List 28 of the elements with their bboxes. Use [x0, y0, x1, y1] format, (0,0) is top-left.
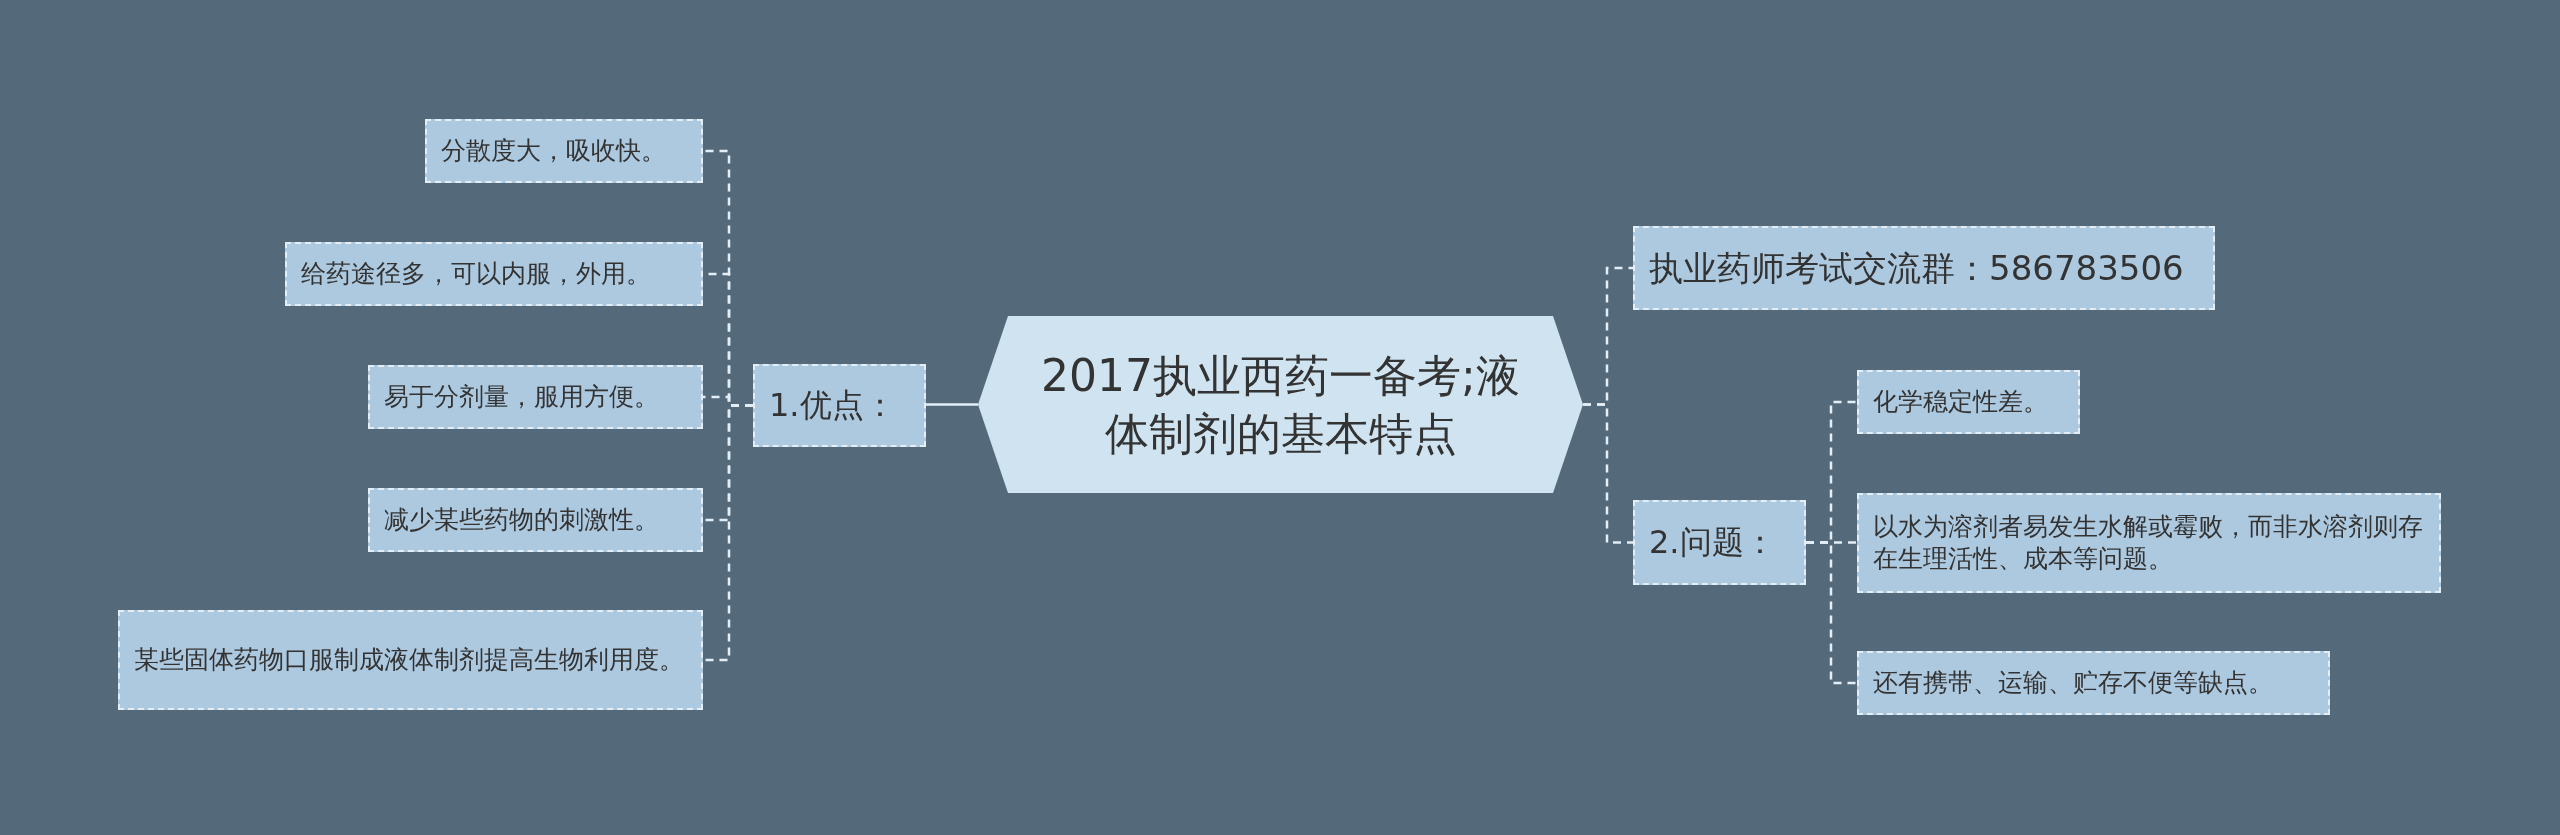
node-text: 减少某些药物的刺激性。 — [384, 503, 659, 536]
node-text: 分散度大，吸收快。 — [441, 134, 666, 167]
node-text: 某些固体药物口服制成液体制剂提高生物利用度。 — [134, 643, 684, 676]
node-text: 2017执业西药一备考;液体制剂的基本特点 — [1040, 349, 1521, 461]
connector-line — [926, 403, 978, 406]
node-text: 化学稳定性差。 — [1873, 385, 2048, 418]
node-text: 执业药师考试交流群：586783506 — [1649, 246, 2184, 290]
branch-box — [753, 364, 926, 447]
node-text: 给药途径多，可以内服，外用。 — [301, 257, 651, 290]
hexagon-topic-node — [978, 316, 1583, 493]
leaf-box — [425, 119, 703, 183]
node-text: 1.优点： — [769, 384, 896, 426]
leaf-box — [285, 242, 703, 306]
leaf-box — [1857, 651, 2330, 715]
leaf-box — [368, 488, 703, 552]
leaf-box — [368, 365, 703, 429]
node-text: 还有携带、运输、贮存不便等缺点。 — [1873, 666, 2273, 699]
connector-line — [1806, 541, 1857, 685]
leaf-box — [118, 610, 703, 710]
leaf-box — [1633, 226, 2215, 310]
connector-line — [1583, 403, 1633, 544]
connector-line — [703, 404, 753, 662]
leaf-box — [1857, 370, 2080, 434]
node-text: 易于分剂量，服用方便。 — [384, 380, 659, 413]
leaf-box — [1857, 493, 2441, 593]
node-text: 以水为溶剂者易发生水解或霉败，而非水溶剂则存在生理活性、成本等问题。 — [1873, 510, 2424, 575]
branch-box — [1633, 500, 1806, 585]
node-text: 2.问题： — [1649, 521, 1776, 563]
